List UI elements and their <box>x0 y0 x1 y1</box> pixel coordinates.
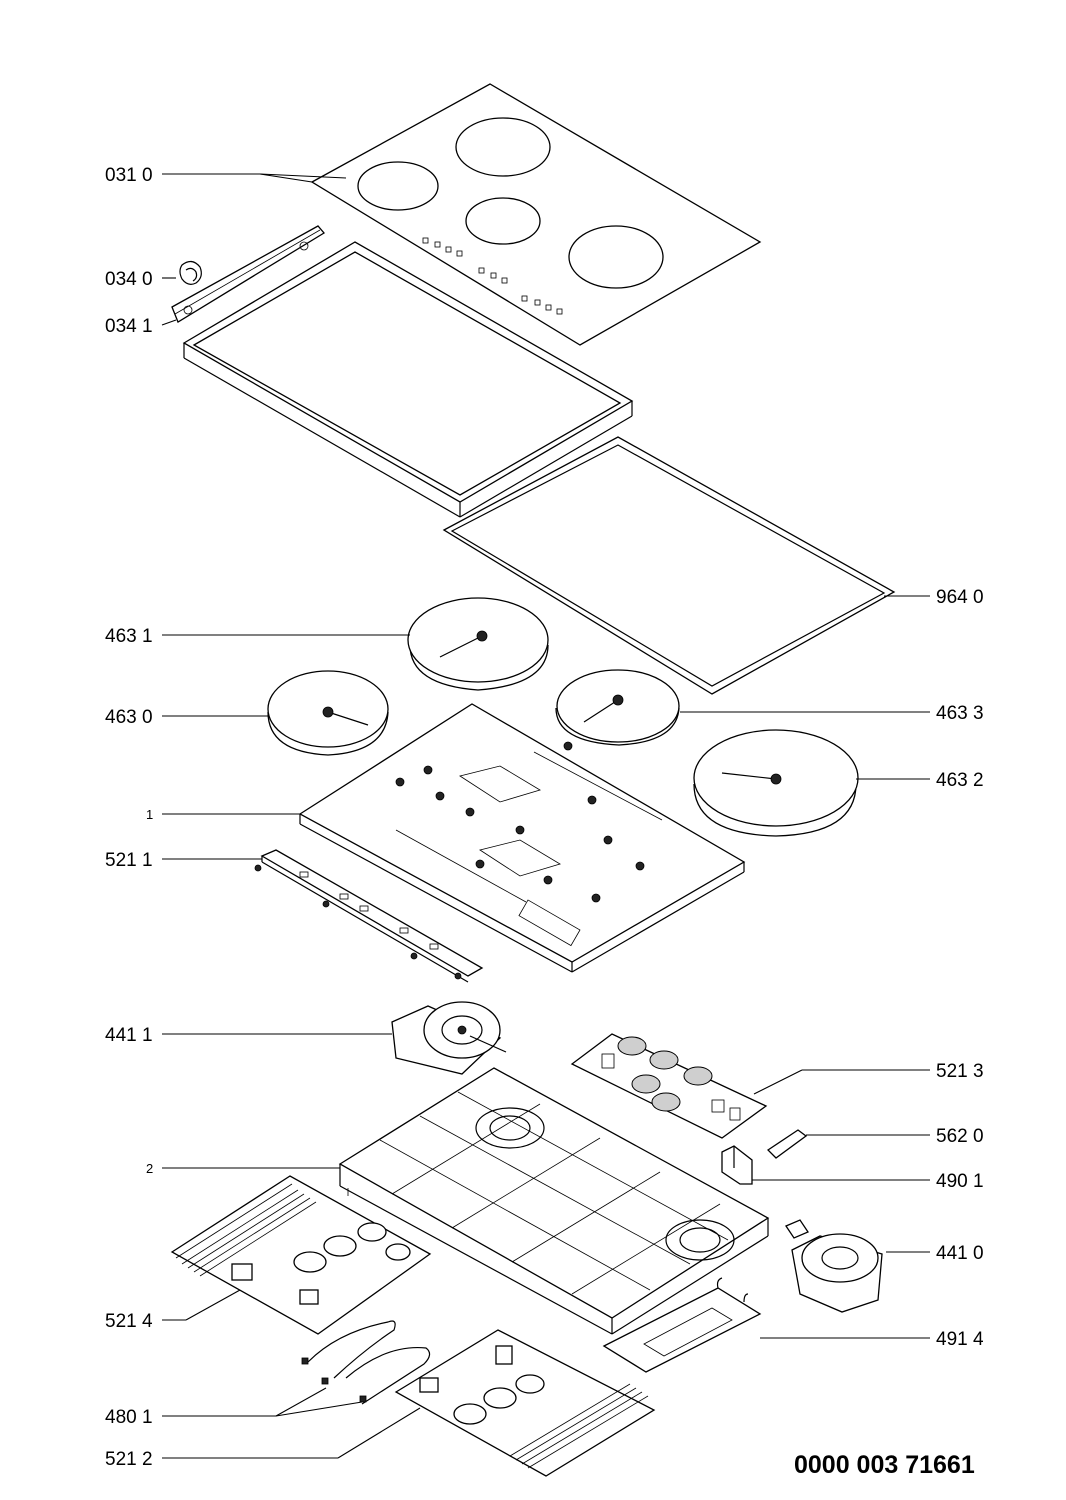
filter-board-part <box>570 1033 768 1139</box>
support-plate-part <box>298 703 746 973</box>
label-463-3: 463 3 <box>936 703 984 724</box>
power-board-left-part <box>170 1175 432 1335</box>
heater-463-3-part <box>555 669 680 746</box>
label-463-2: 463 2 <box>936 770 984 791</box>
label-2: 2 <box>146 1161 153 1176</box>
cables-part <box>301 1320 431 1405</box>
label-964-0: 964 0 <box>936 587 984 608</box>
label-463-1: 463 1 <box>105 626 153 647</box>
label-480-1: 480 1 <box>105 1407 153 1428</box>
insulation-plate-part <box>602 1277 762 1373</box>
fuse-part <box>766 1129 808 1159</box>
label-521-1: 521 1 <box>105 850 153 871</box>
label-521-2: 521 2 <box>105 1449 153 1470</box>
label-562-0: 562 0 <box>936 1126 984 1147</box>
heater-463-1-part <box>407 597 549 691</box>
heater-463-2-part <box>693 729 859 837</box>
control-board-part <box>254 849 484 983</box>
label-521-3: 521 3 <box>936 1061 984 1082</box>
frame-part <box>182 241 634 518</box>
base-tray-part <box>338 1067 770 1335</box>
leader-lines <box>161 173 930 1459</box>
glass-top-part <box>310 83 762 346</box>
fan-lower-part <box>785 1219 883 1313</box>
part-labels: 031 0 034 0 034 1 964 0 463 1 463 0 463 … <box>105 165 984 1470</box>
bracket-part <box>171 225 325 323</box>
fuse-holder-part <box>721 1145 753 1185</box>
power-board-right-part <box>394 1329 656 1477</box>
gasket-part <box>442 436 896 695</box>
label-463-0: 463 0 <box>105 707 153 728</box>
label-441-1: 441 1 <box>105 1025 153 1046</box>
label-521-4: 521 4 <box>105 1311 153 1332</box>
label-441-0: 441 0 <box>936 1243 984 1264</box>
bracket-clip-part <box>179 260 202 285</box>
fan-upper-part <box>391 1001 507 1075</box>
label-034-0: 034 0 <box>105 269 153 290</box>
heater-463-0-part <box>267 670 389 756</box>
label-034-1: 034 1 <box>105 316 153 337</box>
label-491-4: 491 4 <box>936 1329 984 1350</box>
label-1: 1 <box>146 807 153 822</box>
label-031-0: 031 0 <box>105 165 153 186</box>
document-number: 0000 003 71661 <box>794 1451 975 1479</box>
label-490-1: 490 1 <box>936 1171 984 1192</box>
